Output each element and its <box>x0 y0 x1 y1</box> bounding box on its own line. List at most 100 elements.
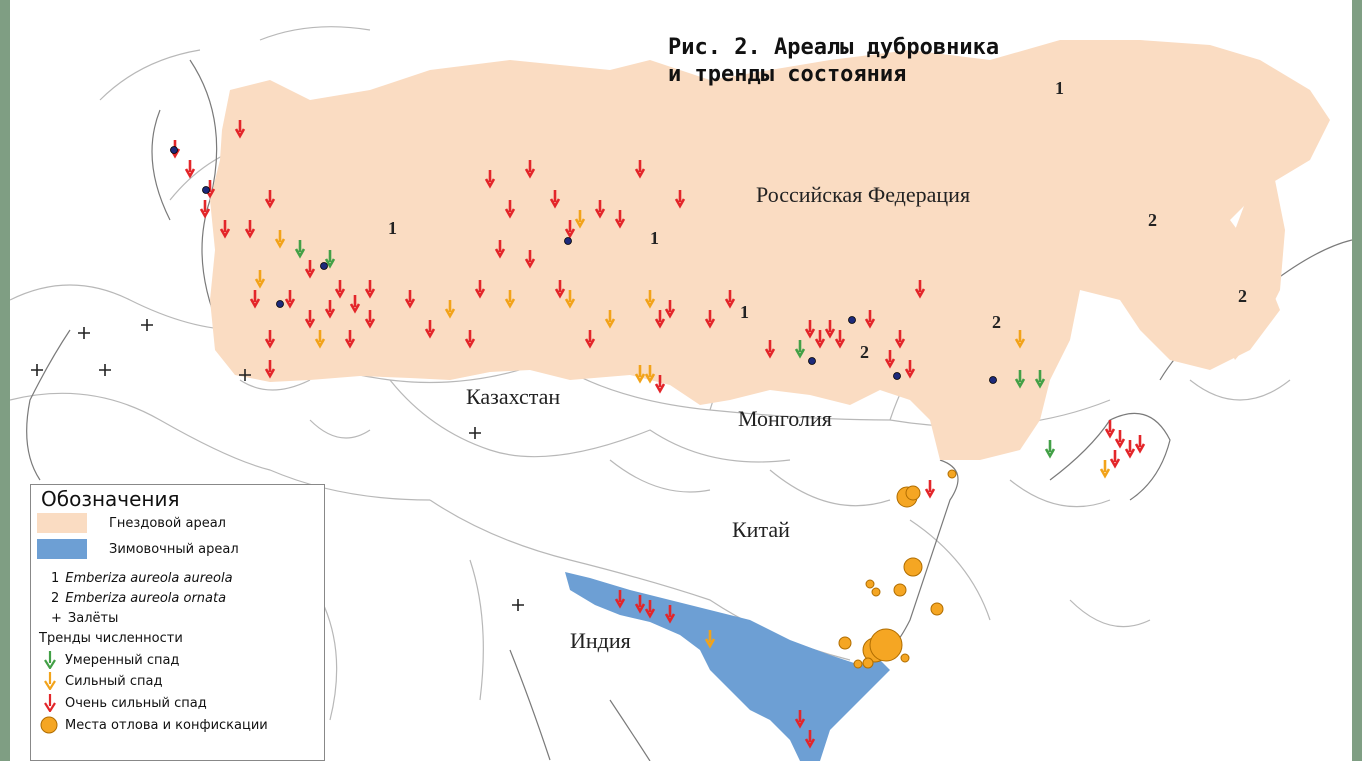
ssp-label: 2 <box>1148 210 1157 230</box>
trend-marker <box>504 200 516 219</box>
trend-markers <box>169 120 1146 749</box>
trend-marker <box>584 330 596 349</box>
breeding-site <box>808 357 816 365</box>
strong-label: Сильный спад <box>65 673 163 689</box>
label-kazakhstan: Казахстан <box>466 384 561 409</box>
trend-marker <box>644 365 656 384</box>
breeding-site <box>564 237 572 245</box>
trend-marker <box>634 365 646 384</box>
map-canvas[interactable] <box>10 0 1352 761</box>
trend-marker <box>924 480 936 499</box>
ssp-label: 1 <box>1055 78 1064 98</box>
trend-marker <box>304 310 316 329</box>
trend-marker <box>284 290 296 309</box>
ssp2-label: Emberiza aureola ornata <box>65 590 227 606</box>
trend-marker <box>1014 330 1026 349</box>
trend-marker <box>249 290 261 309</box>
breeding-site <box>320 262 328 270</box>
trend-marker <box>824 320 836 339</box>
trend-marker <box>804 320 816 339</box>
trend-marker <box>184 160 196 179</box>
label-mongolia: Монголия <box>738 406 832 431</box>
trend-marker <box>324 250 336 269</box>
breeding-range-kamchatka <box>1220 180 1285 360</box>
trend-marker <box>554 280 566 299</box>
trend-marker <box>324 300 336 319</box>
down-arrow-icon <box>44 672 56 690</box>
trend-marker <box>674 190 686 209</box>
trend-marker <box>1104 420 1116 439</box>
legend-vagrant: + Залёты <box>51 608 118 628</box>
trend-marker <box>424 320 436 339</box>
ssp-label: 2 <box>1238 286 1247 306</box>
ssp1-number: 1 <box>51 570 60 586</box>
trend-marker <box>304 260 316 279</box>
trend-marker <box>274 230 286 249</box>
capture-site <box>862 657 874 669</box>
trend-marker <box>474 280 486 299</box>
trend-marker <box>464 330 476 349</box>
ssp-label: 2 <box>860 342 869 362</box>
trend-marker <box>524 250 536 269</box>
trend-marker <box>644 290 656 309</box>
label-china: Китай <box>732 517 790 542</box>
moderate-label: Умеренный спад <box>65 652 180 668</box>
trend-marker <box>234 120 246 139</box>
capture-site <box>838 636 852 650</box>
vagrant-label: Залёты <box>67 610 119 626</box>
capture-site <box>905 485 921 501</box>
trend-marker <box>1134 435 1146 454</box>
capture-site <box>871 587 881 597</box>
capture-site <box>869 628 903 662</box>
legend-capture: Места отлова и конфискации <box>39 715 268 735</box>
vagrant-record <box>469 427 481 439</box>
trend-marker <box>294 240 306 259</box>
capture-site <box>900 653 910 663</box>
trend-marker <box>634 160 646 179</box>
capture-site <box>853 659 863 669</box>
breeding-swatch <box>37 513 87 533</box>
circle-icon <box>40 716 58 734</box>
breeding-sites <box>170 146 997 384</box>
trend-marker <box>884 350 896 369</box>
trend-marker <box>484 170 496 189</box>
trend-marker <box>334 280 346 299</box>
trend-marker <box>794 710 806 729</box>
trend-marker <box>564 220 576 239</box>
trend-marker <box>504 290 516 309</box>
capture-site <box>947 469 957 479</box>
trend-marker <box>344 330 356 349</box>
trend-marker <box>704 630 716 649</box>
trend-marker <box>524 160 536 179</box>
capture-sites <box>838 469 957 669</box>
trend-marker <box>264 190 276 209</box>
trend-marker <box>254 270 266 289</box>
legend-strong: Сильный спад <box>43 671 162 691</box>
breeding-site <box>893 372 901 380</box>
trend-marker <box>264 330 276 349</box>
trends-heading-label: Тренды численности <box>39 630 183 646</box>
vagrant-record <box>78 327 90 339</box>
trend-marker <box>199 200 211 219</box>
trend-marker <box>364 280 376 299</box>
trend-marker <box>804 730 816 749</box>
trend-marker <box>364 310 376 329</box>
down-arrow-icon <box>44 694 56 712</box>
map-frame: Рис. 2. Ареалы дубровника и тренды состо… <box>10 0 1352 761</box>
ssp-label: 1 <box>650 228 659 248</box>
legend-ssp1: 1 Emberiza aureola aureola <box>51 568 233 588</box>
trend-marker <box>604 310 616 329</box>
ssp2-number: 2 <box>51 590 60 606</box>
legend-trends-heading: Тренды численности <box>39 628 183 648</box>
very-strong-label: Очень сильный спад <box>65 695 207 711</box>
trend-marker <box>704 310 716 329</box>
legend-moderate: Умеренный спад <box>43 650 179 670</box>
trend-marker <box>724 290 736 309</box>
capture-site <box>930 602 944 616</box>
wintering-swatch <box>37 539 87 559</box>
vagrant-record <box>99 364 111 376</box>
trend-marker <box>914 280 926 299</box>
breeding-site <box>170 146 178 154</box>
legend-breeding-label: Гнездовой ареал <box>109 515 226 531</box>
trend-marker <box>634 595 646 614</box>
